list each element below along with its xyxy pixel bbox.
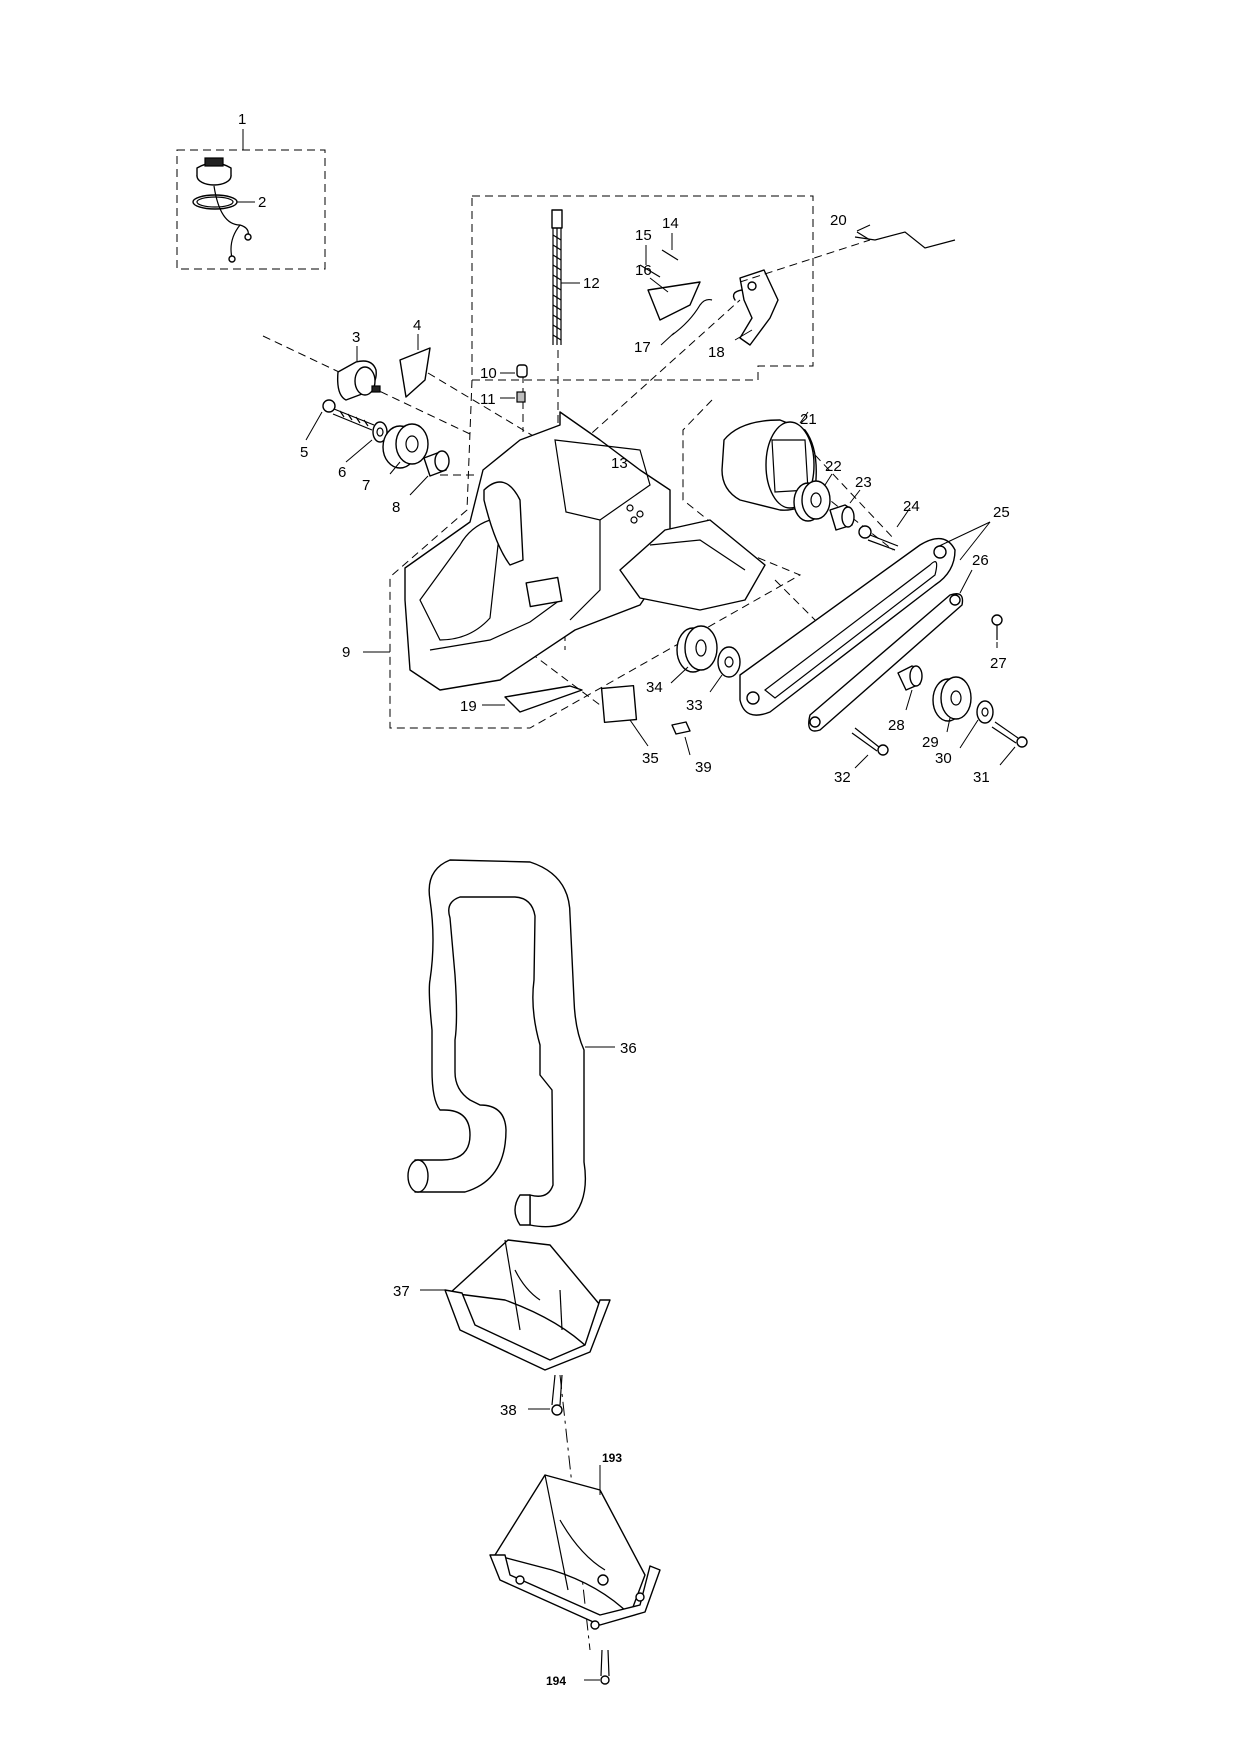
rubber-mounts-left [305, 334, 450, 496]
mount-set-bottom-right [897, 665, 1028, 766]
label-14: 14 [662, 215, 679, 232]
label-26: 26 [972, 552, 989, 569]
handle-components-group [471, 195, 956, 381]
label-37: 37 [393, 1283, 410, 1300]
label-5: 5 [300, 444, 308, 461]
label-12: 12 [583, 275, 600, 292]
handle-guard-lower [489, 1465, 661, 1630]
part-labels: 1 2 3 4 5 6 7 8 9 10 11 12 13 14 15 16 1… [238, 111, 1010, 1688]
label-6: 6 [338, 464, 346, 481]
label-18: 18 [708, 344, 725, 361]
label-4: 4 [413, 317, 421, 334]
vibration-bars [739, 521, 991, 732]
label-39: 39 [695, 759, 712, 776]
label-21: 21 [800, 411, 817, 428]
label-9: 9 [342, 644, 350, 661]
label-8: 8 [392, 499, 400, 516]
rubber-mounts-right [721, 411, 911, 551]
label-38: 38 [500, 1402, 517, 1419]
label-1: 1 [238, 111, 246, 128]
label-194: 194 [546, 1674, 566, 1688]
label-36: 36 [620, 1040, 637, 1057]
label-25: 25 [993, 504, 1010, 521]
label-17: 17 [634, 339, 651, 356]
label-2: 2 [258, 194, 266, 211]
label-20: 20 [830, 212, 847, 229]
label-193: 193 [602, 1451, 622, 1465]
label-34: 34 [646, 679, 663, 696]
label-10: 10 [480, 365, 497, 382]
label-28: 28 [888, 717, 905, 734]
mount-set-bottom-center [670, 625, 741, 693]
label-7: 7 [362, 477, 370, 494]
label-15: 15 [635, 227, 652, 244]
label-30: 30 [935, 750, 952, 767]
front-handle-bar [407, 859, 615, 1228]
label-33: 33 [686, 697, 703, 714]
label-29: 29 [922, 734, 939, 751]
label-3: 3 [352, 329, 360, 346]
label-13: 13 [611, 455, 628, 472]
label-24: 24 [903, 498, 920, 515]
label-35: 35 [642, 750, 659, 767]
label-22: 22 [825, 458, 842, 475]
label-11: 11 [480, 391, 496, 408]
label-31: 31 [973, 769, 990, 786]
label-23: 23 [855, 474, 872, 491]
label-16: 16 [635, 262, 652, 279]
rear-handle-housing [363, 411, 766, 691]
fuel-cap-group [176, 129, 326, 270]
label-19: 19 [460, 698, 477, 715]
label-32: 32 [834, 769, 851, 786]
label-27: 27 [990, 655, 1007, 672]
handle-guard-upper [420, 1239, 611, 1371]
